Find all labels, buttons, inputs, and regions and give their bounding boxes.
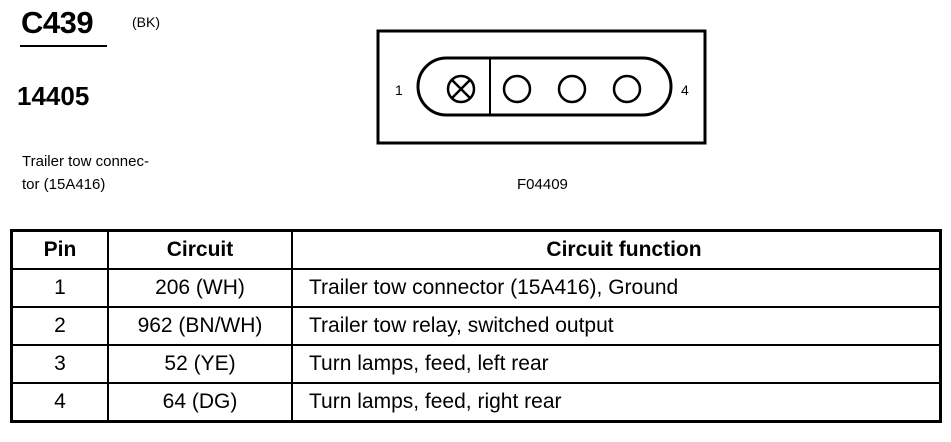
connector-color-code: (BK) (132, 14, 160, 30)
pin-4-cavity (612, 74, 642, 104)
pinout-table: Pin Circuit Circuit function 1 206 (WH) … (10, 229, 942, 423)
header-circuit: Circuit (107, 229, 293, 270)
function-cell: Trailer tow relay, switched output (291, 306, 942, 346)
circuit-cell: 962 (BN/WH) (107, 306, 293, 346)
table-row: 1 206 (WH) Trailer tow connector (15A416… (10, 268, 942, 308)
table-header-row: Pin Circuit Circuit function (10, 229, 942, 270)
circuit-cell: 64 (DG) (107, 382, 293, 423)
description-line-2: tor (15A416) (22, 176, 106, 193)
pin-3-cavity (557, 74, 587, 104)
pin-cell: 4 (10, 382, 109, 423)
circuit-cell: 52 (YE) (107, 344, 293, 384)
table-row: 3 52 (YE) Turn lamps, feed, left rear (10, 344, 942, 384)
connector-face-diagram: 1 4 (376, 29, 707, 145)
header-circuit-function: Circuit function (291, 229, 942, 270)
table-row: 4 64 (DG) Turn lamps, feed, right rear (10, 382, 942, 423)
circuit-cell: 206 (WH) (107, 268, 293, 308)
connector-description: Trailer tow connec- tor (15A416) (22, 150, 202, 196)
connector-id-underline (20, 45, 107, 47)
description-line-1: Trailer tow connec- (22, 153, 149, 170)
pin-start-label: 1 (395, 82, 403, 98)
pin-cell: 2 (10, 306, 109, 346)
pin-end-label: 4 (681, 82, 689, 98)
pin-2-cavity (502, 74, 532, 104)
connector-housing (376, 29, 707, 145)
connector-pin-cavity-outline (416, 56, 673, 117)
pin-cell: 1 (10, 268, 109, 308)
function-cell: Trailer tow connector (15A416), Ground (291, 268, 942, 308)
header-pin: Pin (10, 229, 109, 270)
function-cell: Turn lamps, feed, right rear (291, 382, 942, 423)
part-number: 14405 (17, 81, 90, 111)
table-row: 2 962 (BN/WH) Trailer tow relay, switche… (10, 306, 942, 346)
connector-id: C439 (21, 5, 94, 40)
function-cell: Turn lamps, feed, left rear (291, 344, 942, 384)
pin-1-cavity-blocked (446, 74, 476, 104)
pin-cell: 3 (10, 344, 109, 384)
figure-reference: F04409 (517, 176, 568, 193)
